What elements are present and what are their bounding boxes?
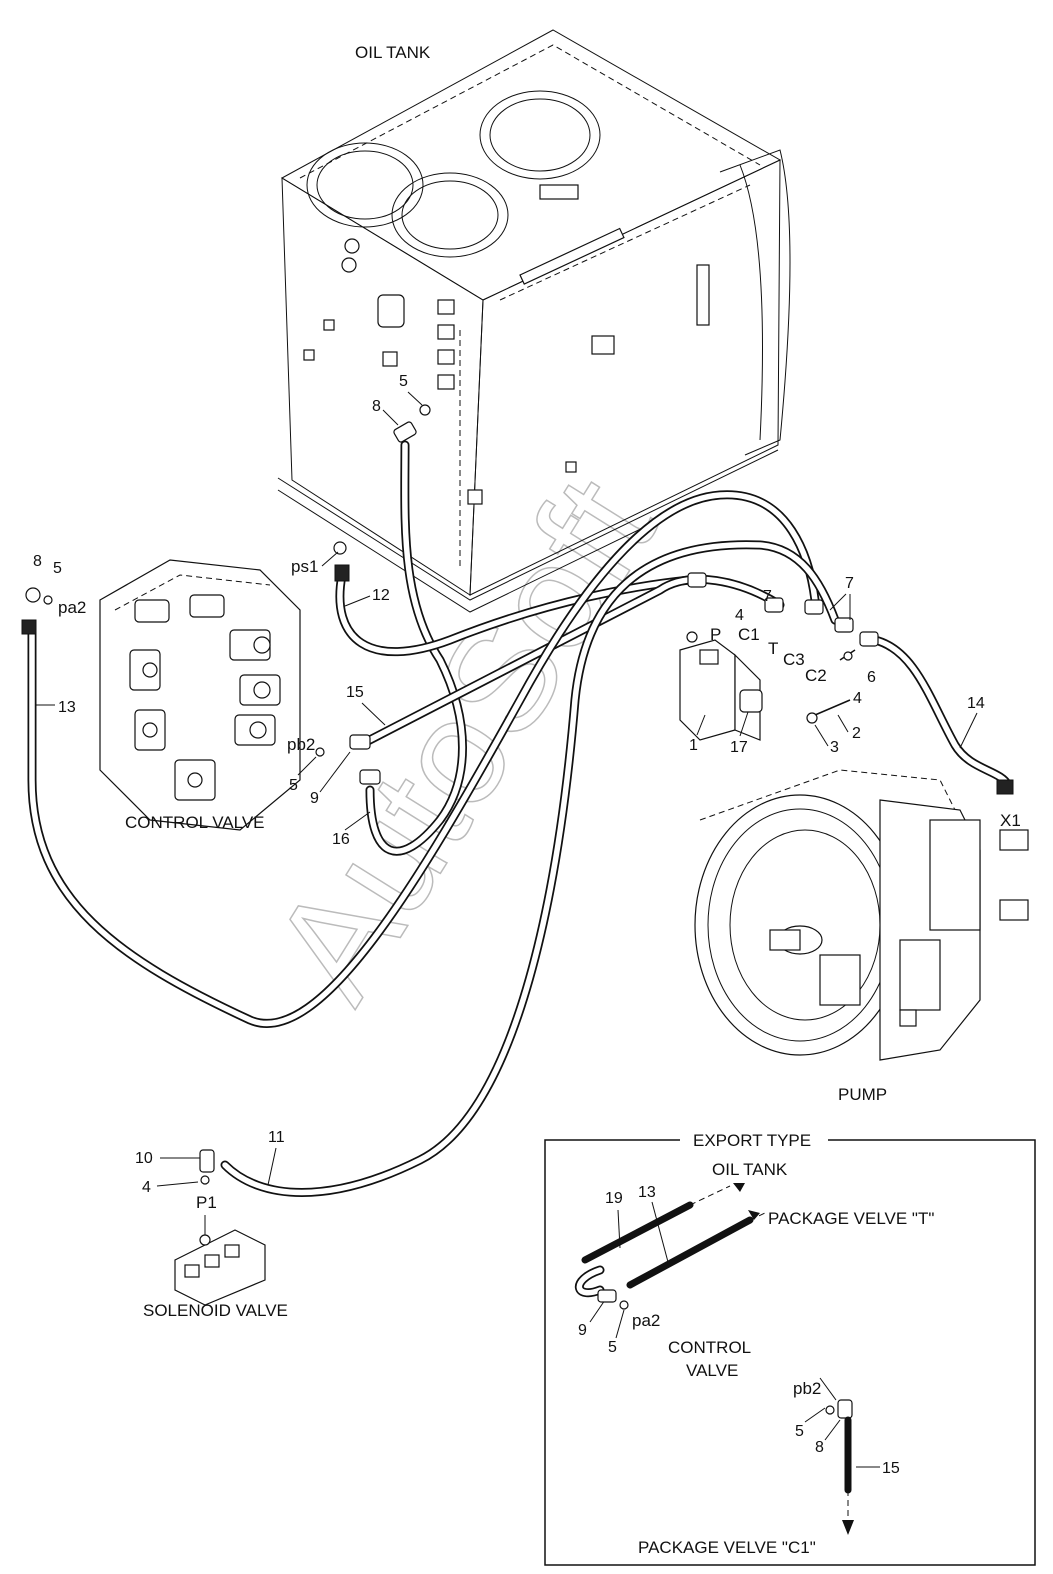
callout-4a: 4 [735,607,744,624]
export-oil-tank: OIL TANK [712,1160,788,1179]
port-c2: C2 [805,666,827,685]
callout-2: 2 [852,725,861,742]
export-control-1: CONTROL [668,1338,751,1357]
port-p: P [710,625,721,644]
export-pa2: pa2 [632,1311,660,1330]
port-p1: P1 [196,1193,217,1212]
export-5a: 5 [608,1339,617,1356]
callout-12: 12 [372,587,390,604]
callout-14: 14 [967,695,985,712]
callout-8a: 8 [372,398,381,415]
callout-13: 13 [58,699,76,716]
port-x1: X1 [1000,811,1021,830]
export-package-t: PACKAGE VELVE "T" [768,1209,934,1228]
export-19: 19 [605,1190,623,1207]
callout-15: 15 [346,684,364,701]
port-ps1: ps1 [291,557,318,576]
port-pb2: pb2 [287,735,315,754]
export-type-box: EXPORT TYPE OIL TANK PACKAGE VELVE "T" P… [544,1130,1036,1566]
control-valve [99,559,301,831]
callout-17: 17 [730,739,748,756]
callout-5a: 5 [399,373,408,390]
port-pa2: pa2 [58,598,86,617]
hose-15 [355,574,785,750]
callout-10: 10 [135,1150,153,1167]
callout-1: 1 [689,737,698,754]
oil-tank-title: OIL TANK [355,43,431,62]
export-pb2: pb2 [793,1379,821,1398]
hose-12 [335,570,695,657]
hose-11 [220,540,840,1197]
hose-16 [365,440,467,856]
export-title: EXPORT TYPE [693,1131,811,1150]
export-13: 13 [638,1184,656,1201]
solenoid-valve [174,1215,266,1306]
export-8: 8 [815,1439,824,1456]
pump [694,769,1029,1061]
fittings [21,404,1014,1185]
port-t: T [768,639,778,658]
callout-11: 11 [268,1129,285,1146]
control-valve-title: CONTROL VALVE [125,813,265,832]
export-package-c1: PACKAGE VELVE "C1" [638,1538,816,1557]
oil-tank [277,29,791,613]
callout-7a: 7 [763,588,772,605]
callout-3: 3 [830,739,839,756]
package-valve [679,631,856,741]
port-c1: C1 [738,625,760,644]
hose-14 [870,635,1013,790]
export-15: 15 [882,1460,900,1477]
callout-5b: 5 [53,560,62,577]
hose-13 [27,490,820,1028]
callouts: 1 2 3 4 4 4 5 5 5 6 7 7 8 8 9 10 11 12 1… [33,373,985,1196]
callout-5c: 5 [289,777,298,794]
export-control-2: VALVE [686,1361,738,1380]
export-9: 9 [578,1322,587,1339]
export-5b: 5 [795,1423,804,1440]
callout-4c: 4 [142,1179,151,1196]
callout-8b: 8 [33,553,42,570]
callout-4b: 4 [853,690,862,707]
callout-16: 16 [332,831,350,848]
pump-title: PUMP [838,1085,887,1104]
callout-9: 9 [310,790,319,807]
callout-6: 6 [867,669,876,686]
callout-7b: 7 [845,575,854,592]
port-c3: C3 [783,650,805,669]
solenoid-valve-title: SOLENOID VALVE [143,1301,288,1320]
